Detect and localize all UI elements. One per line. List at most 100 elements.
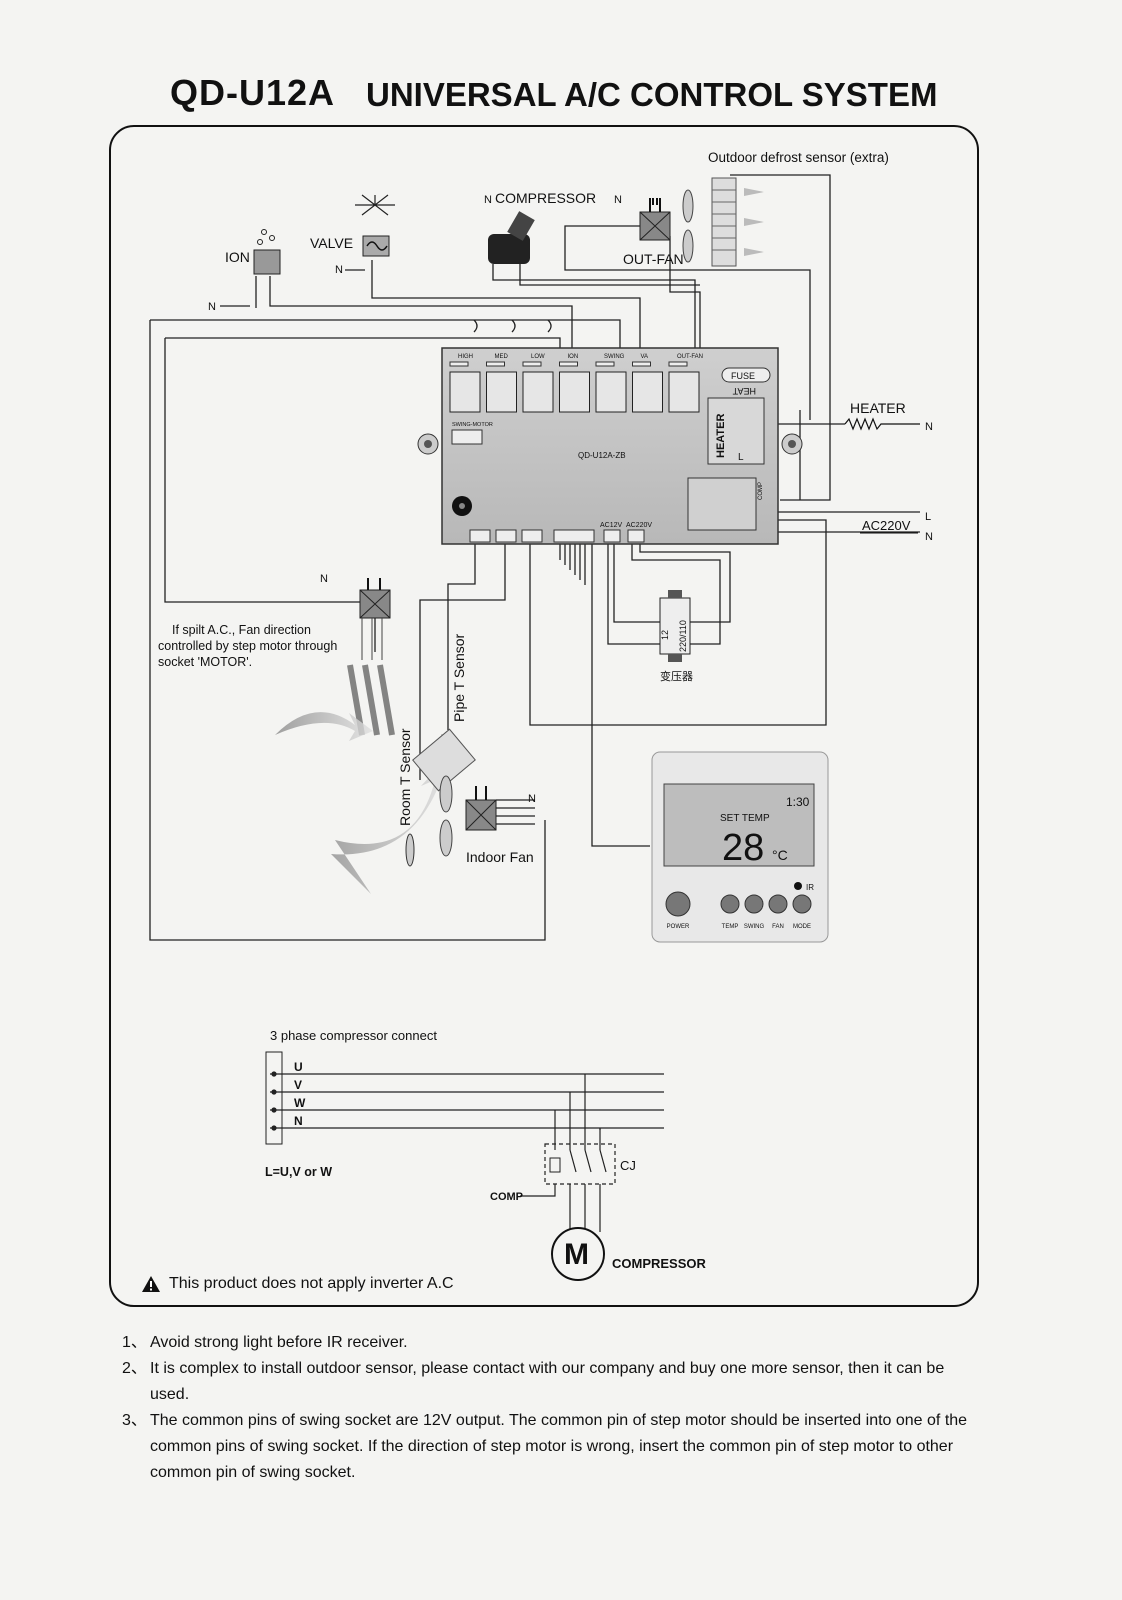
transformer-secondary: 12 [660, 630, 670, 640]
terminal-block [522, 361, 542, 367]
valve-component: VALVE [310, 194, 395, 257]
warning-icon [142, 1276, 160, 1292]
room-sensor-label: Room T Sensor [397, 728, 413, 826]
neutral-label-heater: N [925, 421, 933, 433]
compressor-component: COMPRESSOR [488, 190, 596, 264]
set-temp-label: SET TEMP [720, 813, 770, 824]
note-item: 1、 Avoid strong light before IR receiver… [122, 1330, 972, 1356]
note-number: 3、 [122, 1412, 147, 1429]
model-number: QD-U12A [170, 72, 336, 113]
note-text: The common pins of swing socket are 12V … [150, 1412, 968, 1481]
split-fan-motor: If spilt A.C., Fan direction controlled … [158, 578, 395, 736]
controller-button[interactable] [744, 894, 764, 914]
temp-unit: °C [772, 847, 788, 863]
notes-list: 1、 Avoid strong light before IR receiver… [122, 1330, 972, 1486]
note-item: 2、 It is complex to install outdoor sens… [122, 1356, 972, 1408]
phase-label: U [294, 1060, 303, 1074]
neutral-label-valve: N [335, 264, 343, 276]
motor-symbol: M [564, 1238, 589, 1271]
temp-readout: 28 [722, 827, 764, 869]
cj-label: CJ [620, 1158, 636, 1173]
outfan-label: OUT-FAN [623, 251, 684, 267]
phase-label: V [294, 1078, 302, 1092]
controller-button-label: FAN [772, 924, 784, 930]
wired-controller: SET TEMP 28 °C 1:30 IR POWER TEMP SWING FAN… [651, 751, 829, 943]
controller-button-label: POWER [667, 924, 690, 930]
split-note: If spilt A.C., Fan direction controlled … [158, 623, 341, 669]
board-model: QD-U12A-ZB [578, 451, 626, 460]
airflow-arrow-top [275, 712, 373, 741]
relay [595, 371, 627, 413]
controller-button[interactable] [720, 894, 740, 914]
terminal-label: MED [495, 354, 509, 360]
outfan-component: OUT-FAN [623, 189, 694, 267]
pipe-sensor-label: Pipe T Sensor [451, 633, 467, 722]
phase-note: L=U,V or W [265, 1165, 332, 1179]
controller-button-label: SWING [744, 924, 765, 930]
terminal-label: SWING [604, 354, 625, 360]
terminal-label: ION [568, 354, 579, 360]
note-number: 1、 [122, 1334, 147, 1351]
indoor-fan: Indoor Fan [439, 775, 534, 865]
clock-readout: 1:30 [786, 795, 810, 809]
ion-label: ION [225, 249, 250, 265]
indoor-coil [412, 728, 476, 792]
neutral-label-ac: N [925, 531, 933, 543]
terminal-label: VA [641, 354, 649, 360]
warning: This product does not apply inverter A.C [141, 1275, 454, 1293]
valve-label: VALVE [310, 235, 353, 251]
phase-label: W [294, 1096, 306, 1110]
ac220v-label: AC220V [862, 518, 911, 533]
terminal-block [595, 361, 615, 367]
relay [668, 371, 700, 413]
fuse-label: FUSE [731, 371, 755, 381]
transformer: 12 220/110 变压器 [659, 590, 693, 683]
swing-motor-label: SWING-MOTOR [452, 422, 493, 428]
note-text: It is complex to install outdoor sensor,… [150, 1360, 945, 1403]
three-phase-title: 3 phase compressor connect [270, 1028, 437, 1043]
terminal-label: HIGH [458, 354, 473, 360]
board-ac220v-label: AC220V [626, 522, 652, 529]
note-number: 2、 [122, 1360, 147, 1377]
controller-button-label: TEMP [722, 924, 739, 930]
outdoor-coil: Outdoor defrost sensor (extra) [708, 150, 889, 267]
phase-terminal [271, 1089, 277, 1095]
terminal-label: OUT-FAN [677, 354, 703, 360]
ion-component: ION [225, 229, 281, 275]
controller-button[interactable] [792, 894, 812, 914]
board-heater-label: HEATER [715, 414, 727, 458]
relay [559, 371, 590, 413]
neutral-label-ion: N [208, 301, 216, 313]
relay [449, 371, 481, 413]
transformer-primary: 220/110 [678, 620, 688, 652]
note-text: Avoid strong light before IR receiver. [150, 1334, 408, 1351]
controller-button[interactable] [665, 891, 691, 917]
heat-label: HEAT [732, 386, 756, 396]
neutral-label-outfan: N [614, 194, 622, 206]
relay [486, 371, 517, 413]
note-item: 3、 The common pins of swing socket are 1… [122, 1408, 972, 1486]
transformer-caption: 变压器 [660, 669, 693, 683]
neutral-label-indoor-fan: N [528, 793, 536, 805]
diagram-frame [109, 125, 979, 1307]
controller-button-label: MODE [793, 924, 811, 930]
room-sensor: Room T Sensor [397, 728, 415, 867]
three-phase-compressor-label: COMPRESSOR [612, 1256, 707, 1271]
controller-button[interactable] [768, 894, 788, 914]
neutral-labels: N N N N N N N L N [208, 194, 933, 805]
heater-label: HEATER [850, 400, 906, 416]
comp-label: COMP [758, 482, 764, 500]
neutral-label-split-fan: N [320, 573, 328, 585]
live-label-ac: L [925, 511, 931, 523]
phase-label: N [294, 1114, 303, 1128]
phase-terminal [271, 1071, 277, 1077]
terminal-block [668, 361, 688, 367]
terminal-block [449, 361, 469, 367]
board-live-label: L [738, 452, 744, 463]
terminal-block [559, 361, 578, 367]
warning-text: This product does not apply inverter A.C [169, 1275, 454, 1292]
terminal-block [632, 361, 651, 367]
ir-label: IR [806, 883, 814, 892]
